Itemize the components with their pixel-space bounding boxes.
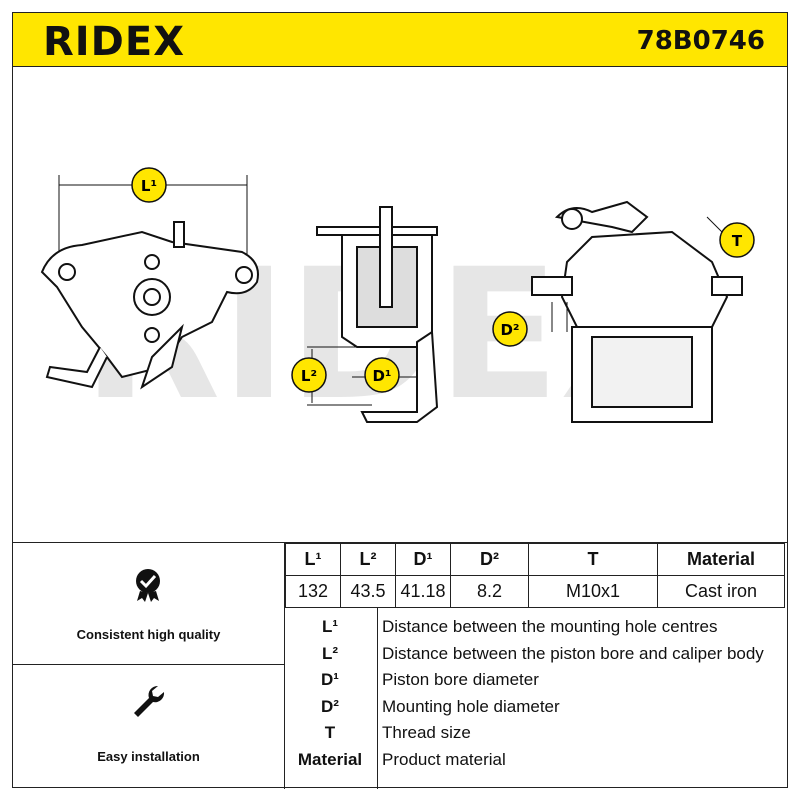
features-panel: Consistent high quality Easy installatio… <box>12 543 285 789</box>
col-header: Material <box>657 543 785 576</box>
legend-divider <box>377 607 378 789</box>
dim-badge-l2: L² <box>291 357 327 393</box>
legend-key: Material <box>297 750 363 769</box>
dim-badge-d1: D¹ <box>364 357 400 393</box>
legend-desc: Mounting hole diameter <box>382 697 560 716</box>
legend-key: D¹ <box>321 670 339 689</box>
feature-quality: Consistent high quality <box>12 543 285 665</box>
caliper-section-view <box>307 206 439 423</box>
cell-value: 41.18 <box>395 575 451 608</box>
cell-value: Cast iron <box>657 575 785 608</box>
cell-value: 43.5 <box>340 575 396 608</box>
col-header: T <box>528 543 658 576</box>
caliper-front-view <box>531 200 743 423</box>
caliper-drawing-svg: RIDEX L¹ <box>40 167 755 440</box>
feature-installation: Easy installation <box>12 665 285 788</box>
spec-section: Consistent high quality Easy installatio… <box>12 542 788 789</box>
col-header: D² <box>450 543 529 576</box>
legend-key: L² <box>321 644 339 663</box>
col-header: L² <box>340 543 396 576</box>
header-bar: RIDEX 78B0746 <box>12 12 788 67</box>
dim-badge-t: T <box>719 222 755 258</box>
legend-key: D² <box>321 697 339 716</box>
cell-value: 132 <box>285 575 341 608</box>
caliper-side-view <box>40 175 259 390</box>
callout-t: T <box>732 232 743 250</box>
dimensions-header-row: L¹ L² D¹ D² T Material <box>285 543 785 576</box>
dim-badge-d2: D² <box>492 311 528 347</box>
legend-item: L² Distance between the piston bore and … <box>285 644 788 670</box>
part-number: 78B0746 <box>636 26 765 56</box>
legend-key: T <box>324 723 336 742</box>
callout-d1: D¹ <box>372 367 391 385</box>
quality-badge-icon <box>136 569 160 602</box>
legend-desc: Product material <box>382 750 506 769</box>
technical-drawing: RIDEX L¹ <box>12 67 788 542</box>
col-header: L¹ <box>285 543 341 576</box>
callout-l1: L¹ <box>141 177 157 195</box>
feature-label-quality: Consistent high quality <box>76 627 221 642</box>
dimensions-table: L¹ L² D¹ D² T Material 132 43.5 41.18 8.… <box>285 543 785 608</box>
callout-d2: D² <box>500 321 519 339</box>
legend-item: L¹ Distance between the mounting hole ce… <box>285 617 788 643</box>
callout-l2: L² <box>301 367 317 385</box>
cell-value: 8.2 <box>450 575 529 608</box>
legend-item: D¹ Piston bore diameter <box>285 670 788 696</box>
col-header: D¹ <box>395 543 451 576</box>
dim-badge-l1: L¹ <box>131 167 167 203</box>
legend-desc: Piston bore diameter <box>382 670 539 689</box>
legend-item: Material Product material <box>285 750 788 776</box>
brand-logo: RIDEX <box>43 19 186 65</box>
legend-list: L¹ Distance between the mounting hole ce… <box>285 607 788 789</box>
legend-desc: Thread size <box>382 723 471 742</box>
legend-desc: Distance between the piston bore and cal… <box>382 644 764 663</box>
wrench-icon <box>134 685 165 717</box>
feature-label-installation: Easy installation <box>97 749 200 764</box>
cell-value: M10x1 <box>528 575 658 608</box>
legend-item: D² Mounting hole diameter <box>285 697 788 723</box>
dimensions-value-row: 132 43.5 41.18 8.2 M10x1 Cast iron <box>285 575 785 608</box>
legend-key: L¹ <box>321 617 339 636</box>
legend-item: T Thread size <box>285 723 788 749</box>
legend-desc: Distance between the mounting hole centr… <box>382 617 718 636</box>
